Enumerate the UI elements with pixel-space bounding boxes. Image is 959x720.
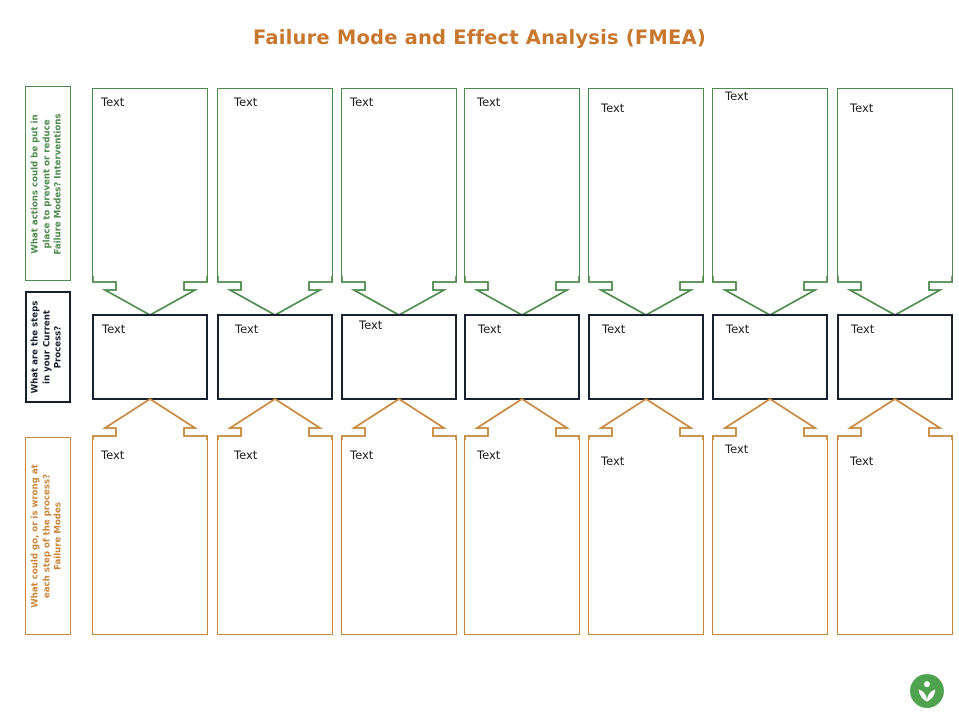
process-step-box-text: Text (851, 322, 875, 336)
process-step-box[interactable]: Text (341, 314, 457, 400)
arrow-up-orange (837, 398, 953, 442)
side-label-failure-modes: What could go, or is wrong at each step … (25, 437, 71, 635)
sprout-logo (909, 673, 945, 709)
intervention-box-text: Text (234, 95, 258, 109)
side-label-line: What could go, or is wrong at (30, 464, 41, 608)
intervention-box[interactable]: Text (837, 88, 953, 276)
process-step-box[interactable]: Text (588, 314, 704, 400)
intervention-box[interactable]: Text (588, 88, 704, 276)
process-step-box-text: Text (235, 322, 259, 336)
side-label-line: in your Current (42, 310, 53, 384)
process-step-box[interactable]: Text (92, 314, 208, 400)
process-step-box-text: Text (359, 318, 383, 332)
side-label-interventions-text: What actions could be put in place to pr… (31, 113, 66, 254)
intervention-box-text: Text (601, 101, 625, 115)
side-label-line: each step of the process? (42, 473, 53, 599)
page-title: Failure Mode and Effect Analysis (FMEA) (253, 26, 706, 49)
failure-mode-box[interactable]: Text (341, 440, 457, 635)
arrow-down-green (588, 276, 704, 316)
failure-mode-box[interactable]: Text (217, 440, 333, 635)
arrow-down-green (217, 276, 333, 316)
arrow-up-orange (588, 398, 704, 442)
side-label-current-process: What are the steps in your Current Proce… (25, 291, 71, 403)
failure-mode-box-text: Text (101, 448, 125, 462)
failure-mode-box-text: Text (234, 448, 258, 462)
failure-mode-box-text: Text (850, 454, 874, 468)
process-step-box[interactable]: Text (837, 314, 953, 400)
side-label-line: Failure Modes? Interventions (53, 113, 64, 254)
process-step-box[interactable]: Text (464, 314, 580, 400)
arrow-up-orange (464, 398, 580, 442)
side-label-line: Failure Modes (53, 502, 64, 570)
failure-mode-box-text: Text (477, 448, 501, 462)
failure-mode-box[interactable]: Text (92, 440, 208, 635)
process-step-box[interactable]: Text (712, 314, 828, 400)
arrow-down-green (92, 276, 208, 316)
failure-mode-box-text: Text (350, 448, 374, 462)
intervention-box[interactable]: Text (217, 88, 333, 276)
intervention-box[interactable]: Text (464, 88, 580, 276)
failure-mode-box-text: Text (601, 454, 625, 468)
side-label-line: What are the steps (30, 300, 41, 394)
failure-mode-box[interactable]: Text (712, 440, 828, 635)
failure-mode-box[interactable]: Text (588, 440, 704, 635)
side-label-line: place to prevent or reduce (42, 118, 53, 249)
intervention-box-text: Text (477, 95, 501, 109)
intervention-box[interactable]: Text (92, 88, 208, 276)
process-step-box-text: Text (726, 322, 750, 336)
process-step-box-text: Text (602, 322, 626, 336)
arrow-down-green (712, 276, 828, 316)
arrow-up-orange (712, 398, 828, 442)
side-label-line: What actions could be put in (30, 113, 41, 254)
process-step-box-text: Text (478, 322, 502, 336)
failure-mode-box[interactable]: Text (464, 440, 580, 635)
side-label-interventions: What actions could be put in place to pr… (25, 86, 71, 281)
side-label-failure-modes-text: What could go, or is wrong at each step … (31, 464, 66, 607)
process-step-box[interactable]: Text (217, 314, 333, 400)
arrow-up-orange (341, 398, 457, 442)
intervention-box-text: Text (850, 101, 874, 115)
side-label-line: Process? (53, 325, 64, 369)
intervention-box[interactable]: Text (341, 88, 457, 276)
arrow-up-orange (217, 398, 333, 442)
failure-mode-box-text: Text (725, 442, 749, 456)
process-step-box-text: Text (102, 322, 126, 336)
intervention-box-text: Text (101, 95, 125, 109)
arrow-up-orange (92, 398, 208, 442)
arrow-down-green (464, 276, 580, 316)
intervention-box-text: Text (350, 95, 374, 109)
intervention-box-text: Text (725, 89, 749, 103)
side-label-current-process-text: What are the steps in your Current Proce… (31, 301, 66, 394)
arrow-down-green (341, 276, 457, 316)
arrow-down-green (837, 276, 953, 316)
intervention-box[interactable]: Text (712, 88, 828, 276)
failure-mode-box[interactable]: Text (837, 440, 953, 635)
